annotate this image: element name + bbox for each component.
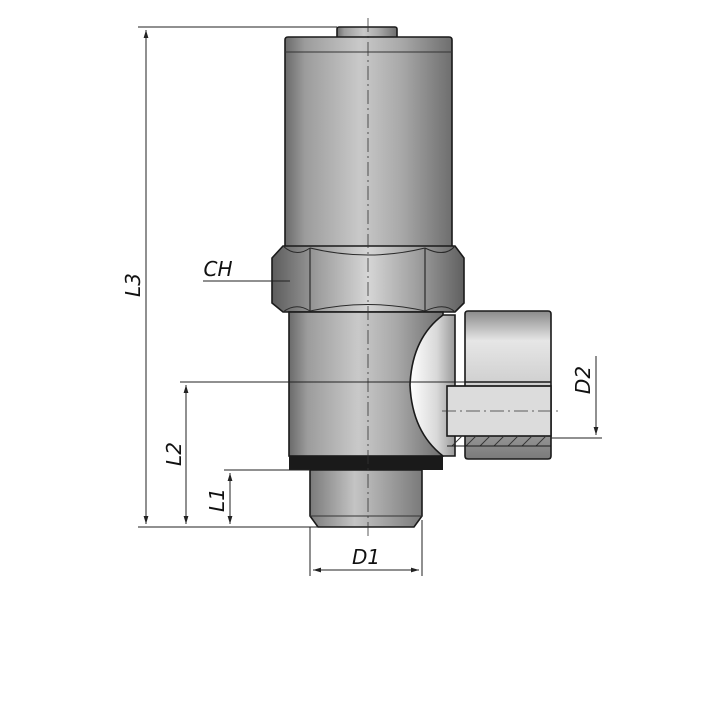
dimension-l2: L2 (162, 381, 465, 524)
label-l3: L3 (121, 273, 145, 297)
hex-nut (271, 245, 465, 313)
dimension-l3: L3 (121, 26, 337, 528)
valve-body (271, 26, 552, 528)
label-l1: L1 (205, 488, 229, 512)
bottom-thread (309, 469, 423, 528)
seal-ring (289, 456, 443, 470)
upper-cylinder (284, 36, 453, 248)
dimension-l1: L1 (205, 469, 310, 524)
dimension-ch: CH (203, 257, 290, 282)
side-port (446, 310, 552, 460)
label-d2: D2 (571, 366, 595, 394)
dimension-d2: D2 (551, 356, 602, 439)
dimension-d1: D1 (309, 520, 423, 576)
label-l2: L2 (162, 442, 186, 466)
label-d1: D1 (352, 545, 380, 569)
port-saddle (409, 314, 456, 457)
label-ch: CH (203, 257, 232, 281)
